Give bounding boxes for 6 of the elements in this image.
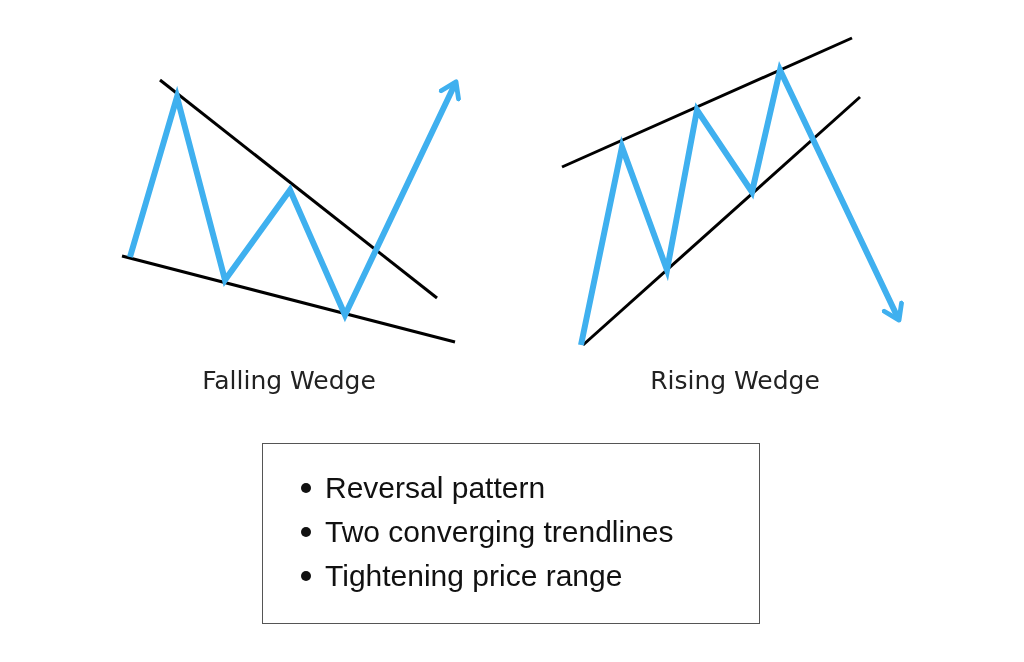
bullet-point-text: Tightening price range — [325, 558, 623, 594]
summary-box — [262, 443, 760, 624]
pattern-caption: Falling Wedge — [202, 366, 376, 395]
bullet-point-text: Two converging trendlines — [325, 514, 674, 550]
pattern-caption: Rising Wedge — [650, 366, 820, 395]
bullet-point-text: Reversal pattern — [325, 470, 546, 506]
